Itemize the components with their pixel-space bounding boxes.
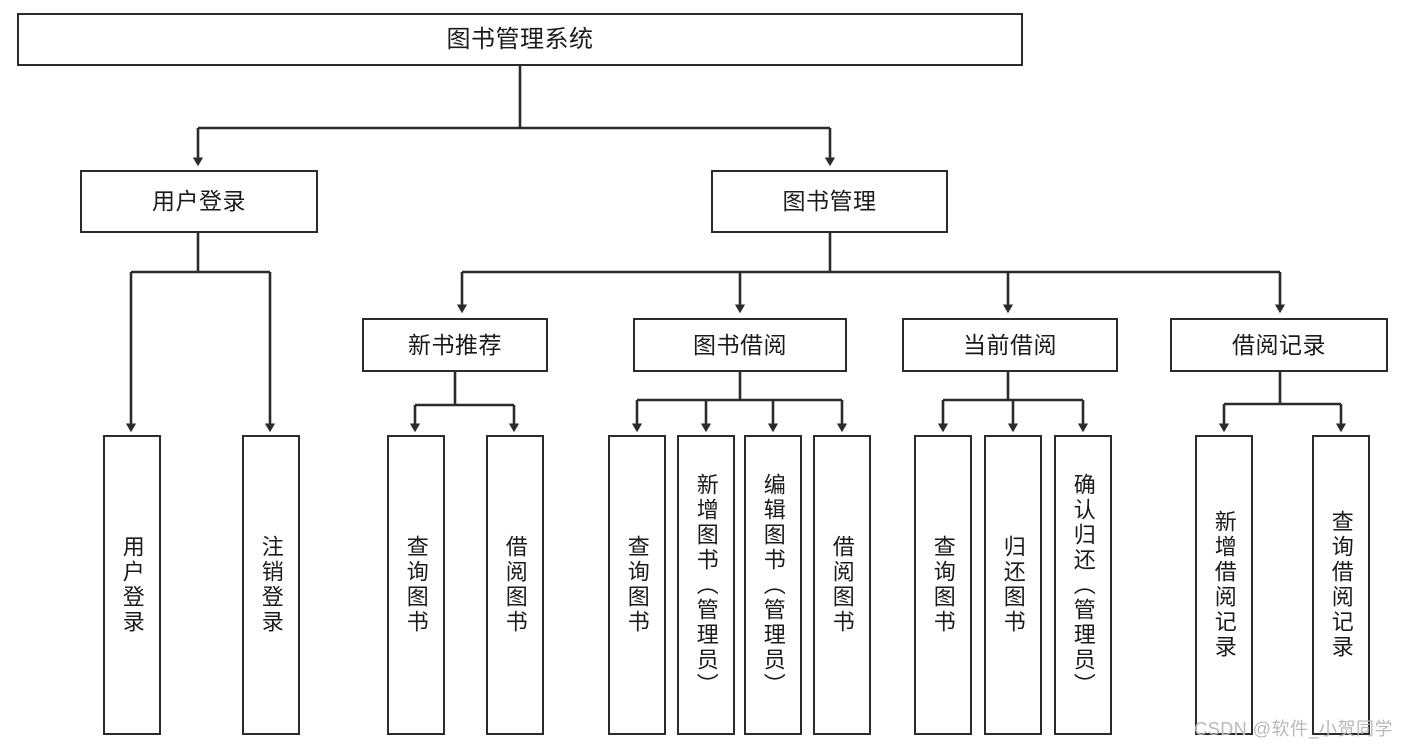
node-current-borrow[interactable]: 当前借阅 [902,318,1118,372]
node-label: 图书管理 [782,188,877,215]
node-book-borrow[interactable]: 图书借阅 [633,318,847,372]
watermark-text: CSDN @软件_小贺同学 [1194,719,1393,739]
node-label: 注销登录 [258,535,284,635]
node-borrow-record[interactable]: 借阅记录 [1170,318,1388,372]
node-label: 用户登录 [152,188,246,215]
node-label: 查询借阅记录 [1328,510,1354,660]
node-leaf-current-borrow-return[interactable]: 归还图书 [984,435,1042,735]
node-label: 查询图书 [624,535,650,635]
node-label: 借阅图书 [502,535,528,635]
node-user-login[interactable]: 用户登录 [80,170,318,233]
node-label: 编辑图书（管理员） [760,472,786,698]
node-label: 借阅记录 [1232,331,1326,358]
node-label: 当前借阅 [963,331,1057,358]
node-root-book-management-system[interactable]: 图书管理系统 [17,13,1023,66]
node-label: 借阅图书 [829,535,855,635]
node-label: 新增图书（管理员） [693,472,719,698]
node-book-management[interactable]: 图书管理 [711,170,948,233]
node-label: 用户登录 [119,535,145,635]
node-leaf-new-book-query[interactable]: 查询图书 [387,435,445,735]
node-label: 新增借阅记录 [1211,510,1237,660]
node-leaf-book-borrow-borrow[interactable]: 借阅图书 [813,435,871,735]
node-leaf-borrow-record-query[interactable]: 查询借阅记录 [1312,435,1370,735]
node-leaf-current-borrow-query[interactable]: 查询图书 [914,435,972,735]
node-leaf-book-borrow-add[interactable]: 新增图书（管理员） [677,435,735,735]
node-leaf-book-borrow-query[interactable]: 查询图书 [608,435,666,735]
node-label: 图书借阅 [693,331,787,358]
node-leaf-book-borrow-edit[interactable]: 编辑图书（管理员） [744,435,802,735]
node-label: 图书管理系统 [446,25,594,53]
node-label: 查询图书 [403,535,429,635]
node-label: 归还图书 [1000,535,1026,635]
node-leaf-user-login-login[interactable]: 用户登录 [103,435,161,735]
node-leaf-user-login-logout[interactable]: 注销登录 [242,435,300,735]
node-leaf-new-book-borrow[interactable]: 借阅图书 [486,435,544,735]
node-label: 查询图书 [930,535,956,635]
node-leaf-borrow-record-add[interactable]: 新增借阅记录 [1195,435,1253,735]
node-new-book-recommend[interactable]: 新书推荐 [362,318,548,372]
node-leaf-current-borrow-confirm-return[interactable]: 确认归还（管理员） [1054,435,1112,735]
node-label: 确认归还（管理员） [1070,472,1096,698]
node-label: 新书推荐 [408,331,502,358]
